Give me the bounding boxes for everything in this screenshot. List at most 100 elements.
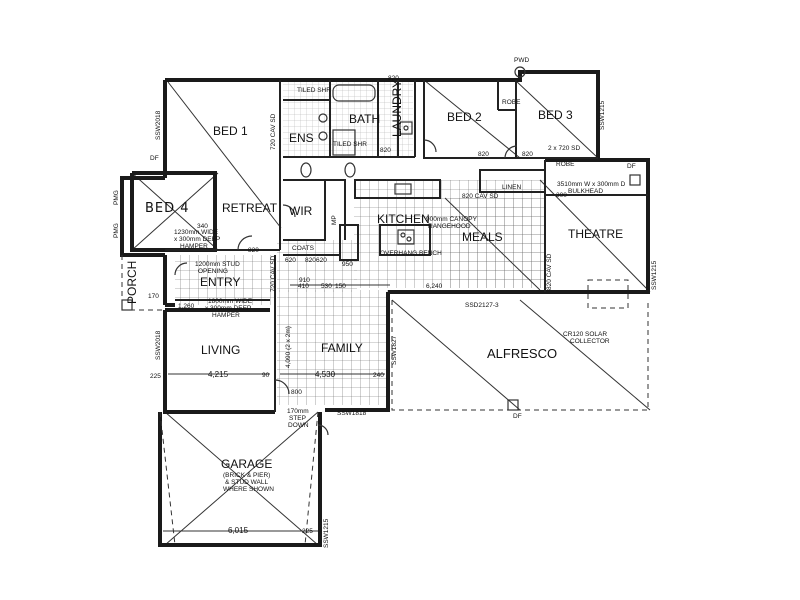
garage-note-3: WHERE SHOWN (223, 486, 274, 493)
dim-820-a: 820 (305, 257, 316, 264)
dim-530: 530 (321, 283, 332, 290)
room-alfresco: ALFRESCO (487, 346, 557, 361)
dim-950: 950 (342, 261, 353, 268)
room-robe-top: ROBE (502, 99, 521, 106)
bed4-hamper-1: 1230mm WIDE (174, 229, 219, 236)
room-mp: MP (331, 215, 338, 225)
entry-hamper-1: 1800mm WIDE (208, 298, 253, 305)
room-retreat: RETREAT (222, 201, 278, 215)
room-bath: BATH (349, 112, 380, 126)
step-note-2: STEP (289, 415, 306, 422)
entry-opening-1: 1200mm STUD (195, 261, 240, 268)
dim-150: 150 (335, 283, 346, 290)
room-kitchen: KITCHEN (377, 212, 430, 226)
dim-4215: 4,215 (208, 370, 229, 379)
room-meals: MEALS (462, 230, 503, 244)
room-coats: COATS (292, 245, 315, 252)
code-df-c: DF (513, 413, 522, 420)
code-df-b: DF (627, 163, 636, 170)
dim-1260: 1,260 (178, 303, 195, 310)
code-ssw1818: SSW1818 (337, 410, 367, 417)
bulkhead-note-1: 3510mm W x 300mm D (557, 181, 626, 188)
code-ssw1827: SSW1827 (391, 335, 398, 365)
dim-720-ens: 720 CAV SD (270, 113, 277, 150)
entry-tiles (175, 255, 275, 305)
overhang-note: OVERHANG BENCH (380, 250, 442, 257)
dim-820-bed3: 820 (522, 151, 533, 158)
dim-410: 410 (298, 283, 309, 290)
entry-hamper-2: x 300mm DEEP (205, 305, 251, 312)
room-porch: PORCH (125, 261, 139, 304)
room-family: FAMILY (321, 341, 363, 355)
room-robe-mid: ROBE (556, 161, 575, 168)
code-ssw1215-right: SSW1215 (651, 260, 658, 290)
code-pwd-top: PWD (514, 57, 529, 64)
room-garage: GARAGE (221, 457, 272, 471)
room-bed4: BED 4 (145, 201, 190, 216)
bulkhead-note-2: BULKHEAD (568, 188, 603, 195)
room-linen: LINEN (502, 184, 521, 191)
room-living: LIVING (201, 343, 240, 357)
dim-300: 300 (556, 192, 567, 199)
dim-4090: 4,090 (2 x 2m) (285, 326, 292, 368)
entry-hamper-3: HAMPER (212, 312, 240, 319)
dim-910: 910 (299, 277, 310, 284)
dim-820-bed2: 820 (478, 151, 489, 158)
dim-620-a: 620 (285, 257, 296, 264)
dim-820-entry: 820 (248, 247, 259, 254)
code-ssd2127: SSD2127-3 (465, 302, 499, 309)
dim-90: 90 (262, 372, 270, 379)
internal-walls (165, 80, 648, 412)
robe-sd-note: 2 x 720 SD (548, 145, 580, 152)
bed4-hamper-3: HAMPER (180, 243, 208, 250)
step-note-1: 170mm (287, 408, 309, 415)
code-ssw1215-top: SSW1215 (599, 100, 606, 130)
solar-note-1: CR120 SOLAR (563, 331, 607, 338)
bed4-hamper-2: x 300mm DEEP (174, 236, 220, 243)
dim-820-mid: 820 (380, 147, 391, 154)
code-pmg-a: PMG (113, 190, 120, 205)
room-bed3: BED 3 (538, 108, 573, 122)
dim-6240: 6,240 (426, 283, 443, 290)
dim-820-top: 820 (388, 75, 399, 82)
external-walls (120, 70, 650, 547)
dim-240: 240 (373, 372, 384, 379)
fixtures (121, 66, 649, 546)
room-laundry: LAUNDRY (390, 80, 404, 137)
dim-800: 800 (291, 389, 302, 396)
dim-225-living: 225 (150, 373, 161, 380)
room-bed1: BED 1 (213, 124, 248, 138)
hall-tiles (277, 240, 357, 292)
room-wir: WIR (289, 204, 313, 218)
canopy-note-2: RANGEHOOD (428, 223, 471, 230)
wet-area-tiles (283, 82, 413, 157)
code-ssw2018-living: SSW2018 (155, 330, 162, 360)
code-ssw1215-garage: SSW1215 (323, 518, 330, 548)
room-ens: ENS (289, 131, 314, 145)
garage-note-1: (BRICK & PIER) (223, 472, 270, 479)
door-swings (174, 139, 518, 436)
family-tiles (277, 290, 389, 405)
dim-4530: 4,530 (315, 370, 336, 379)
canopy-note-1: 900mm CANOPY (426, 216, 478, 223)
room-bed2: BED 2 (447, 110, 482, 124)
room-entry: ENTRY (200, 275, 240, 289)
tiled-shower-note: TILED SHR (297, 87, 331, 94)
tiled-shower-note-2: TILED SHR (333, 141, 367, 148)
entry-opening-2: OPENING (198, 268, 228, 275)
code-pmg-b: PMG (113, 223, 120, 238)
dim-225-garage: 225 (302, 528, 313, 535)
dim-620-b: 620 (316, 257, 327, 264)
dim-340: 340 (197, 223, 208, 230)
roof-hip-lines (131, 79, 651, 546)
dim-720-entry: 720 CAV SD (270, 255, 277, 292)
step-note-3: DOWN (288, 422, 309, 429)
dimension-lines (163, 284, 390, 532)
dim-820-meals: 820 CAV SD (462, 193, 499, 200)
garage-note-2: & STUD WALL (225, 479, 268, 486)
room-theatre: THEATRE (568, 227, 623, 241)
code-ssw2018-top: SSW2018 (155, 110, 162, 140)
dim-170: 170 (148, 293, 159, 300)
meals-tiles (450, 198, 544, 288)
